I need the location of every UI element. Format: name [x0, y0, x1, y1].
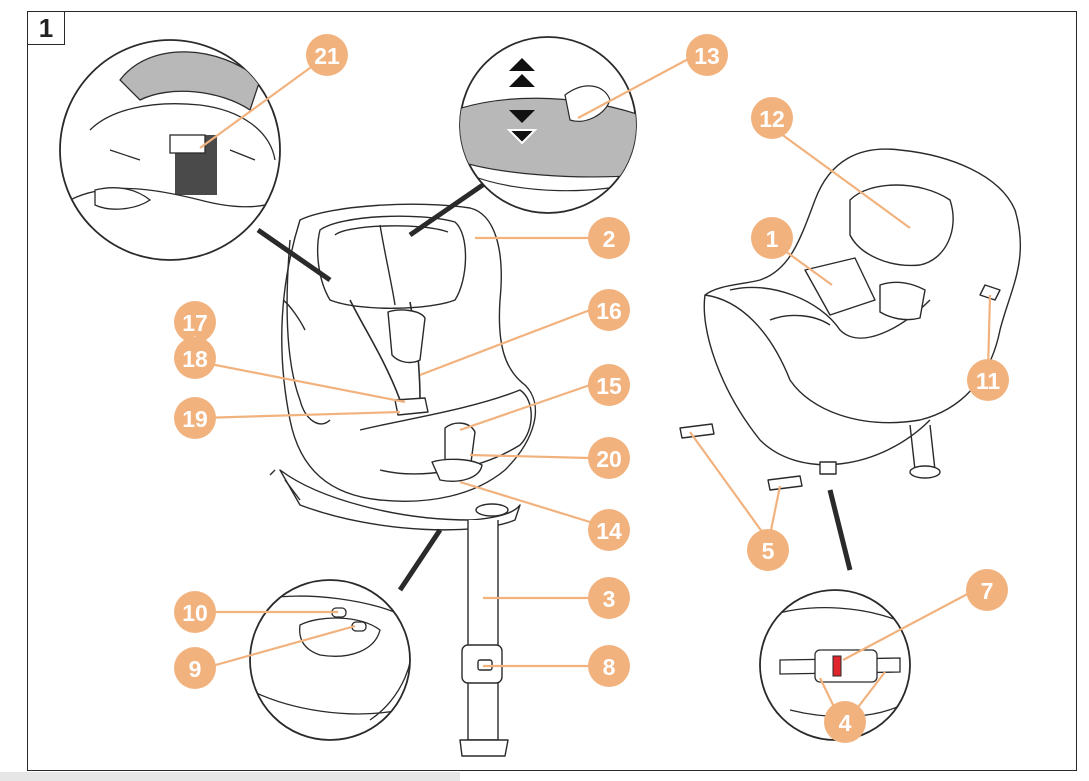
- svg-text:1: 1: [766, 226, 779, 252]
- svg-text:20: 20: [596, 446, 622, 472]
- callout-1: 1: [751, 217, 793, 259]
- callout-5: 5: [747, 529, 789, 571]
- rotated-seat-shell: [704, 148, 1022, 424]
- svg-text:11: 11: [976, 368, 1001, 394]
- arrow-up-icon: [509, 58, 535, 71]
- svg-text:4: 4: [839, 710, 852, 736]
- callout-14: 14: [588, 509, 630, 551]
- callout-2: 2: [588, 217, 630, 259]
- svg-text:13: 13: [694, 43, 720, 69]
- rotated-headrest: [849, 184, 954, 267]
- svg-text:19: 19: [182, 406, 208, 432]
- callout-13: 13: [686, 34, 728, 76]
- callout-12: 12: [751, 97, 793, 139]
- callout-11: 11: [967, 359, 1009, 401]
- callout-10: 10: [174, 591, 216, 633]
- svg-text:16: 16: [596, 298, 622, 324]
- callout-19: 19: [174, 397, 216, 439]
- svg-text:7: 7: [981, 578, 994, 604]
- figure-frame: [27, 11, 1077, 771]
- leader-lines: [189, 56, 992, 716]
- support-leg: [467, 520, 499, 741]
- callout-17: 17: [174, 301, 216, 343]
- callout-16: 16: [588, 289, 630, 331]
- svg-text:15: 15: [596, 373, 622, 399]
- svg-text:10: 10: [182, 600, 208, 626]
- svg-text:8: 8: [603, 654, 616, 680]
- rotated-insert: [804, 257, 876, 316]
- svg-text:21: 21: [314, 43, 340, 69]
- callout-15: 15: [588, 364, 630, 406]
- arrow-down-icon: [509, 110, 535, 123]
- callout-9: 9: [174, 647, 216, 689]
- page-edge-strip: [0, 772, 460, 781]
- shoulder-pad: [387, 309, 426, 364]
- svg-text:2: 2: [603, 226, 616, 252]
- isofix-arm-right: [767, 475, 803, 491]
- seat-base: [279, 469, 521, 531]
- detail-headrest-adjust: [459, 36, 637, 214]
- detail-harness-adjuster: [59, 39, 281, 261]
- harness-strap-left: [349, 299, 401, 401]
- detail-isofix-indicator: [759, 589, 911, 741]
- side-wing: [286, 239, 331, 425]
- seat-shell: [281, 203, 537, 502]
- callout-18: 18: [174, 337, 216, 379]
- callout-21: 21: [306, 34, 348, 76]
- svg-text:9: 9: [189, 656, 202, 682]
- red-indicator-icon: [832, 655, 842, 677]
- callout-4: 4: [824, 701, 866, 743]
- callout-8: 8: [588, 645, 630, 687]
- callouts: 21 13 12 1 2 16 17 + 18 19 15 20 14 3 8 …: [174, 34, 1009, 743]
- callout-20: 20: [588, 437, 630, 479]
- headrest: [317, 215, 467, 309]
- svg-text:17: 17: [182, 310, 208, 336]
- svg-text:12: 12: [759, 106, 785, 132]
- isofix-arm-left: [679, 423, 715, 439]
- rotated-seat-illustration: [679, 148, 1022, 571]
- svg-text:18: 18: [182, 346, 208, 372]
- callout-7: 7: [966, 569, 1008, 611]
- detail-base-buttons: [249, 579, 411, 741]
- svg-text:5: 5: [762, 538, 775, 564]
- svg-text:3: 3: [603, 586, 616, 612]
- main-seat-illustration: [256, 177, 537, 757]
- figure-number: 1: [27, 11, 65, 45]
- svg-text:14: 14: [596, 518, 622, 544]
- callout-3: 3: [588, 577, 630, 619]
